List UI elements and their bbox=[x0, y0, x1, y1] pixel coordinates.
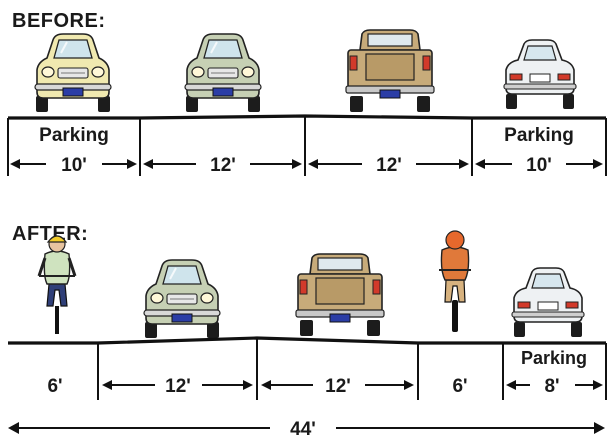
parked-car-rear-icon bbox=[511, 267, 585, 338]
before-lane-dividers bbox=[7, 116, 607, 176]
pickup-truck-rear-icon bbox=[345, 29, 435, 113]
after-road-surface bbox=[8, 336, 606, 345]
after-width-2: 12' bbox=[165, 376, 191, 397]
before-width-1: 10' bbox=[61, 155, 87, 176]
cyclist-rear-icon bbox=[438, 230, 472, 333]
after-lane-dividers bbox=[97, 338, 607, 400]
before-width-2: 12' bbox=[210, 155, 236, 176]
before-heading: BEFORE: bbox=[12, 10, 106, 32]
before-vehicles bbox=[34, 29, 577, 113]
after-width-1: 6' bbox=[47, 376, 62, 397]
after-vehicles bbox=[37, 230, 585, 339]
after-heading: AFTER: bbox=[12, 223, 88, 245]
total-width-label: 44' bbox=[290, 419, 316, 440]
before-width-4: 10' bbox=[526, 155, 552, 176]
after-width-3: 12' bbox=[325, 376, 351, 397]
after-parking-label: Parking bbox=[521, 348, 587, 368]
parked-car-front-icon bbox=[34, 33, 112, 113]
parked-car-rear-icon bbox=[503, 39, 577, 110]
before-dimension-lines bbox=[10, 159, 603, 169]
after-width-4: 6' bbox=[452, 376, 467, 397]
pickup-truck-rear-icon bbox=[295, 253, 385, 337]
before-width-3: 12' bbox=[376, 155, 402, 176]
before-parking-right-label: Parking bbox=[504, 125, 574, 146]
before-road-surface bbox=[8, 114, 606, 120]
before-parking-left-label: Parking bbox=[39, 125, 109, 146]
green-sedan-icon bbox=[184, 33, 262, 113]
after-dimension-lines bbox=[8, 380, 605, 434]
green-sedan-icon bbox=[143, 259, 221, 339]
cyclist-front-icon bbox=[37, 234, 77, 336]
after-width-5: 8' bbox=[544, 376, 559, 397]
